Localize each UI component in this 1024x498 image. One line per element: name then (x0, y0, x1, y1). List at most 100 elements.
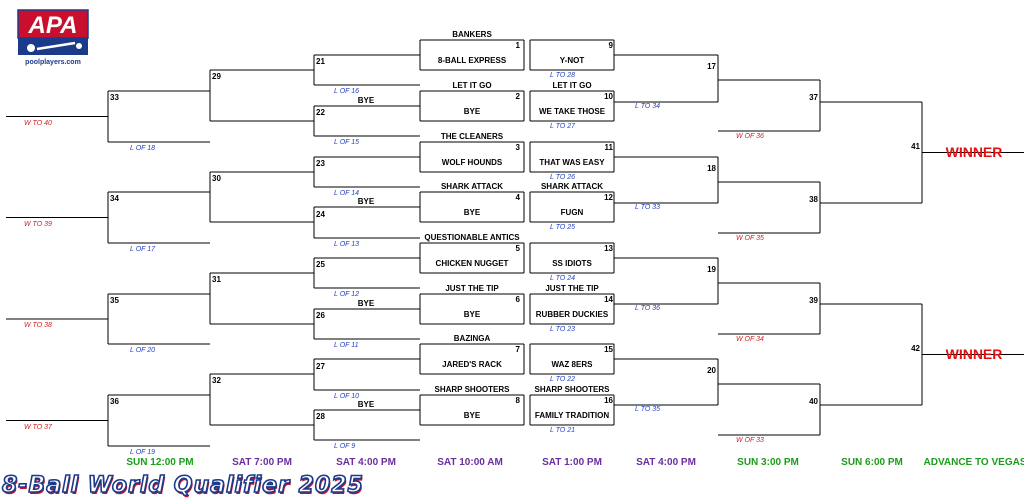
loser-note: L TO 21 (550, 427, 576, 434)
winner-note: W TO 39 (24, 220, 52, 228)
match-number: 4 (515, 193, 520, 202)
winner-note: W TO 40 (24, 119, 52, 127)
match-number: 10 (604, 92, 613, 101)
loser-note: L TO 22 (550, 376, 576, 383)
match-number: 41 (911, 141, 920, 151)
team-name: WE TAKE THOSE (538, 107, 606, 116)
team-name: BYE (463, 411, 481, 420)
column-time-label: SAT 7:00 PM (232, 457, 292, 468)
loser-note: L TO 36 (635, 305, 661, 312)
match-top-label: BAZINGA (453, 334, 491, 343)
match-number: 34 (110, 194, 119, 203)
winner-note: W OF 34 (736, 336, 764, 343)
winner-note: W OF 36 (736, 133, 764, 140)
match-top-label: BYE (357, 197, 375, 206)
winner-note: W OF 35 (736, 235, 764, 242)
match-number: 26 (316, 311, 325, 320)
match-number: 2 (515, 92, 520, 101)
match-top-label: THE CLEANERS (440, 132, 504, 141)
team-name: FAMILY TRADITION (534, 411, 610, 420)
loser-note: L OF 19 (130, 449, 156, 456)
loser-note: L OF 13 (334, 241, 360, 248)
winner-note: W TO 38 (24, 322, 52, 329)
match-number: 29 (212, 72, 221, 81)
match-number: 23 (316, 159, 325, 168)
loser-note: L OF 18 (130, 145, 156, 152)
match-number: 8 (515, 396, 520, 405)
column-time-label: ADVANCE TO VEGAS (923, 457, 1024, 468)
match-number: 40 (809, 397, 818, 406)
match-top-label: BYE (357, 400, 375, 409)
column-time-label: SUN 3:00 PM (737, 457, 799, 468)
team-name: THAT WAS EASY (539, 158, 605, 167)
loser-note: L OF 10 (334, 393, 360, 400)
winner-note: W OF 33 (736, 437, 764, 444)
match-number: 38 (809, 195, 818, 204)
apa-logo: APA poolplayers.com (17, 9, 89, 66)
team-name: FUGN (560, 208, 584, 217)
loser-note: L OF 9 (334, 443, 356, 450)
match-top-label: LET IT GO (452, 81, 492, 90)
match-number: 24 (316, 209, 325, 219)
match-number: 18 (707, 164, 716, 173)
loser-note: L TO 24 (550, 275, 576, 282)
team-name: Y-NOT (559, 56, 585, 65)
match-number: 37 (809, 93, 818, 102)
match-top-label: BYE (357, 96, 375, 105)
column-time-label: SUN 6:00 PM (841, 457, 903, 468)
match-number: 32 (212, 376, 221, 385)
match-number: 25 (316, 260, 325, 269)
match-number: 13 (604, 244, 613, 253)
loser-note: L TO 23 (550, 326, 576, 333)
loser-note: L OF 12 (334, 291, 360, 298)
match-number: 9 (608, 41, 613, 50)
loser-note: L TO 26 (550, 174, 576, 181)
loser-note: L TO 34 (635, 103, 661, 110)
column-time-label: SAT 4:00 PM (636, 457, 696, 468)
match-number: 15 (604, 345, 613, 354)
match-top-label: JUST THE TIP (545, 284, 599, 293)
match-top-label: LET IT GO (552, 81, 592, 90)
match-number: 19 (707, 265, 716, 274)
team-name: BYE (463, 107, 481, 116)
column-time-label: SAT 1:00 PM (542, 457, 602, 468)
team-name: WAZ 8ERS (551, 360, 593, 369)
loser-note: L OF 16 (334, 88, 360, 95)
match-number: 28 (316, 412, 325, 421)
winner-label: WINNER (945, 345, 1003, 362)
match-top-label: BANKERS (452, 30, 492, 39)
match-number: 22 (316, 108, 325, 117)
match-number: 16 (604, 396, 613, 405)
match-number: 5 (515, 244, 520, 253)
match-top-label: BYE (357, 299, 375, 308)
logo-site: poolplayers.com (25, 59, 81, 66)
team-name: 8-BALL EXPRESS (437, 56, 507, 65)
match-number: 14 (604, 295, 613, 304)
loser-note: L TO 27 (550, 123, 576, 130)
match-top-label: SHARK ATTACK (540, 182, 604, 191)
team-name: SS IDIOTS (552, 259, 592, 268)
winner-label: WINNER (945, 143, 1003, 160)
loser-note: L OF 20 (130, 347, 156, 354)
team-name: BYE (463, 208, 481, 217)
loser-note: L TO 35 (635, 406, 661, 413)
loser-note: L TO 25 (550, 224, 576, 231)
column-time-label: SAT 4:00 PM (336, 457, 396, 468)
match-number: 1 (515, 41, 520, 50)
match-top-label: QUESTIONABLE ANTICS (424, 233, 520, 242)
loser-note: L OF 17 (130, 246, 156, 253)
column-time-label: SAT 10:00 AM (437, 457, 503, 468)
team-name: RUBBER DUCKIES (535, 310, 609, 319)
loser-note: L TO 33 (635, 204, 661, 211)
match-number: 12 (604, 193, 613, 202)
match-top-label: SHARP SHOOTERS (534, 385, 610, 394)
team-name: CHICKEN NUGGET (435, 259, 509, 268)
match-number: 20 (707, 366, 716, 375)
loser-note: L OF 15 (334, 139, 360, 146)
winner-note: W TO 37 (24, 423, 52, 431)
match-number: 35 (110, 296, 119, 305)
match-number: 42 (911, 343, 920, 353)
match-number: 17 (707, 62, 716, 71)
match-number: 39 (809, 296, 818, 305)
